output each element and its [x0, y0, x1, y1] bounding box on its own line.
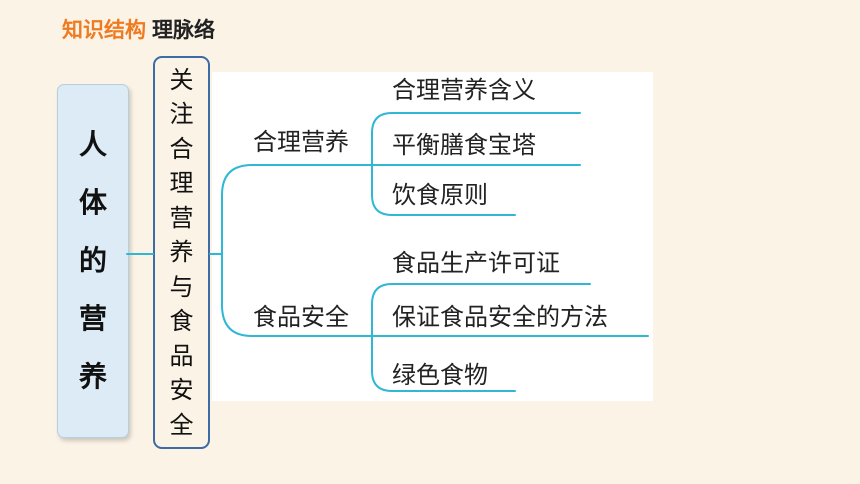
- topic-char: 全: [169, 410, 194, 439]
- topic-char: 与: [169, 272, 194, 301]
- topic-char: 安: [169, 376, 194, 405]
- mindmap-panel: [212, 72, 653, 401]
- branch-label-nutrition: 合理营养: [253, 128, 349, 156]
- root-char: 体: [78, 186, 107, 219]
- leaf-label: 饮食原则: [392, 181, 488, 209]
- topic-char: 注: [169, 100, 194, 129]
- leaf-label: 食品生产许可证: [392, 249, 560, 277]
- leaf-label: 保证食品安全的方法: [392, 303, 608, 331]
- root-char: 养: [78, 360, 107, 393]
- topic-char: 关: [169, 65, 194, 94]
- topic-char: 养: [169, 238, 194, 267]
- section-subtitle: 理脉络: [152, 18, 215, 42]
- topic-char: 营: [169, 203, 194, 232]
- topic-char: 合: [169, 134, 194, 163]
- section-header: 知识结构理脉络: [62, 14, 215, 44]
- topic-char: 理: [169, 169, 194, 198]
- section-title: 知识结构: [62, 18, 146, 42]
- branch-split-connector: [221, 164, 253, 337]
- root-node: 人 体 的 营 养: [57, 84, 129, 438]
- leaf-label: 合理营养含义: [392, 76, 536, 104]
- root-char: 的: [78, 244, 107, 277]
- leaf-label: 绿色食物: [392, 361, 488, 389]
- leaf-label: 平衡膳食宝塔: [392, 131, 536, 159]
- root-char: 营: [78, 302, 107, 335]
- safety-children-connector: [371, 283, 393, 392]
- root-char: 人: [78, 128, 107, 161]
- topic-char: 食: [169, 307, 194, 336]
- topic-char: 品: [169, 341, 194, 370]
- topic-node: 关 注 合 理 营 养 与 食 品 安 全: [153, 56, 210, 449]
- branch-label-safety: 食品安全: [253, 303, 349, 331]
